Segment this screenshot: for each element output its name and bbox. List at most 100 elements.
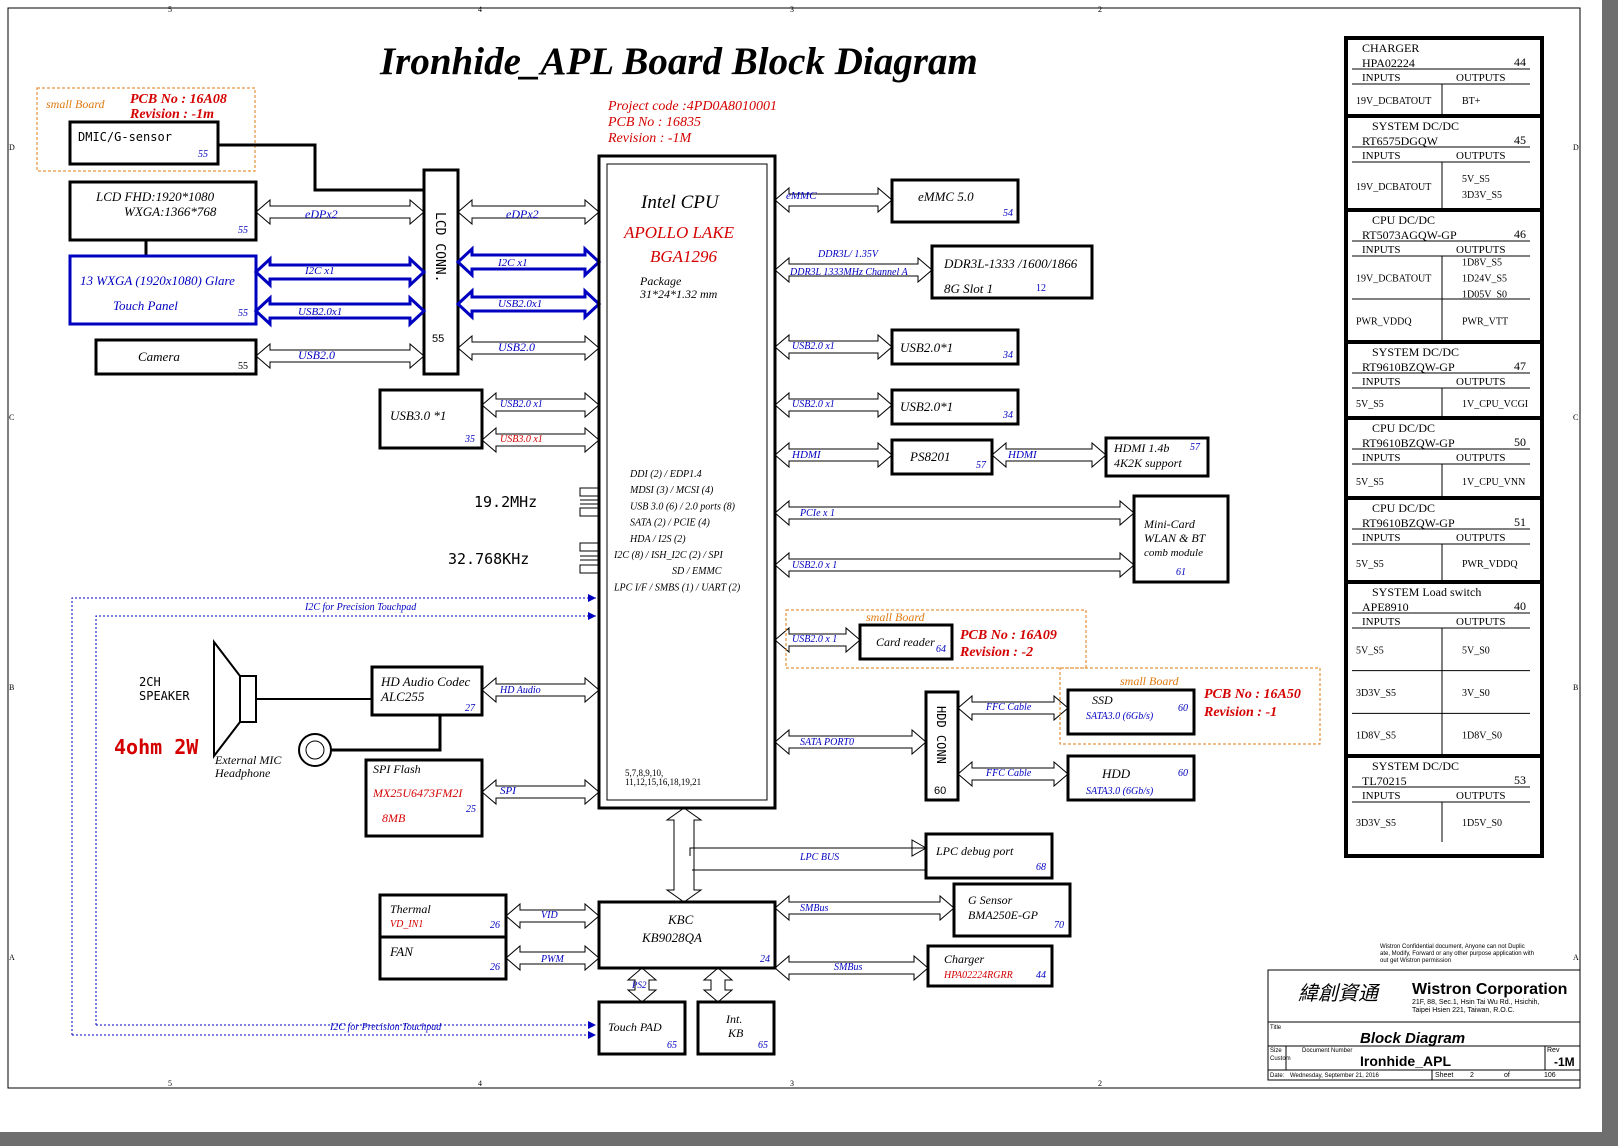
cpu-size: 31*24*1.32 mm [639, 287, 718, 301]
lpc-line [689, 847, 926, 856]
audio-line2: ALC255 [380, 689, 425, 704]
power-block-title: SYSTEM DC/DC [1372, 345, 1459, 359]
usb-port-2-block [890, 388, 1020, 426]
power-output: 3V_S0 [1462, 688, 1490, 699]
audio-bus: HD Audio [499, 685, 541, 696]
hdd-bus: FFC Cable [985, 768, 1032, 779]
lcd-bus-labels: eDPx2 eDPx2 I2C x1 I2C x1 USB2.0x1 USB2.… [298, 207, 542, 362]
small-board-frame [1059, 667, 1321, 745]
card-reader-block [858, 623, 954, 661]
camera-page: 55 [238, 361, 248, 372]
border-col-label: 4 [478, 5, 482, 14]
small-board-label: small Board [46, 97, 106, 111]
sheet-of: of [1504, 1072, 1510, 1079]
usb-port-1-block [890, 328, 1020, 366]
date-value: Wednesday, September 21, 2016 [1290, 1073, 1380, 1079]
sheet-title: Block Diagram [1360, 1030, 1465, 1047]
inputs-header: INPUTS [1362, 244, 1401, 256]
fan-block [378, 935, 508, 981]
g-sensor-line1: G Sensor [968, 893, 1013, 907]
power-input: 1D8V_S5 [1356, 731, 1396, 742]
spi-line2: MX25U6473FM2I [372, 786, 463, 800]
usb-port-1-label: USB2.0*1 [900, 340, 953, 355]
lpc-debug-block [924, 832, 1054, 880]
cpu-block [597, 154, 777, 810]
bus-arrow [455, 245, 602, 279]
crystal-body [579, 487, 599, 497]
outputs-header: OUTPUTS [1456, 790, 1506, 802]
outputs-header: OUTPUTS [1456, 150, 1506, 162]
i2c-touchpad-paths [71, 597, 596, 1036]
lpc-arrowhead [911, 839, 928, 857]
hdmi-line2: 4K2K support [1114, 456, 1182, 470]
project-code: Project code :4PD0A8010001 [607, 99, 777, 114]
dmic-block [68, 120, 220, 166]
int-kb-line1: Int. [725, 1012, 742, 1026]
hdd-conn-block [924, 690, 960, 802]
camera-block [94, 338, 258, 376]
power-block-page: 53 [1514, 773, 1526, 787]
dmic-label: DMIC/G-sensor [78, 130, 172, 144]
mic-label: External MIC [214, 753, 282, 767]
power-input: PWR_VDDQ [1356, 317, 1412, 328]
usb30-page: 35 [464, 434, 475, 445]
charger-bus: SMBus [834, 962, 862, 973]
emmc-label: eMMC 5.0 [918, 189, 974, 204]
power-block-page: 46 [1514, 227, 1526, 241]
border-row-label: B [9, 683, 14, 692]
cpu-package: Package [639, 274, 682, 288]
cpu-apollo: APOLLO LAKE [623, 223, 735, 242]
border-markers: 5 4 3 2 5 4 3 2 D C B A D C B A [9, 5, 1579, 1088]
outputs-header: OUTPUTS [1456, 72, 1506, 84]
fan-page: 26 [490, 962, 500, 973]
spi-flash-block [364, 758, 484, 838]
usb30-bus1: USB2.0 x1 [500, 399, 543, 410]
title-label: Title [1270, 1025, 1282, 1031]
ssd-sub: SATA3.0 (6Gb/s) [1086, 711, 1154, 722]
cpu-feature: SATA (2) / PCIE (4) [630, 518, 710, 529]
minicard-line2: WLAN & BT [1144, 531, 1207, 545]
ps2-bus: PS2 [631, 980, 647, 990]
g-sensor-line2: BMA250E-GP [968, 908, 1039, 922]
g-sensor-bus: SMBus [800, 903, 828, 914]
sheet-number: 2 [1470, 1072, 1474, 1079]
spi-page: 25 [466, 804, 476, 815]
outputs-header: OUTPUTS [1456, 244, 1506, 256]
power-block-part: TL70215 [1362, 774, 1407, 788]
minicard-line3: comb module [1144, 547, 1203, 559]
sheet-total: 106 [1544, 1072, 1556, 1079]
company-chinese: 緯創資通 [1298, 983, 1381, 1005]
ddr-block [930, 244, 1094, 300]
power-table-frame [1344, 36, 1544, 858]
rev-label: Rev [1547, 1047, 1560, 1054]
card-reader-page: 64 [936, 644, 946, 655]
small-board-revision: Revision : -2 [959, 645, 1033, 660]
cpu-pages: 5,7,8,9,10, [625, 768, 663, 778]
inputs-header: INPUTS [1362, 72, 1401, 84]
charger-page: 44 [1036, 970, 1046, 981]
speaker-label: 2CH [139, 675, 161, 689]
power-block-part: RT9610BZQW-GP [1362, 436, 1455, 450]
crystal-body [579, 507, 599, 517]
doc-number-label: Document Number [1302, 1048, 1352, 1054]
pcie-bus: PCIe x 1 [799, 508, 835, 519]
power-block-page: 40 [1514, 599, 1526, 613]
audio-page: 27 [465, 703, 476, 714]
audio-line1: HD Audio Codec [380, 674, 471, 689]
project-info: Project code :4PD0A8010001 PCB No : 1683… [607, 99, 777, 146]
charger-line2: HPA02224RGRR [943, 970, 1013, 981]
border-col-label: 4 [478, 1079, 482, 1088]
g-sensor-page: 70 [1054, 920, 1064, 931]
small-board-label: small Board [866, 610, 926, 624]
emmc-page: 54 [1003, 208, 1013, 219]
bus-label: I2C x1 [304, 265, 335, 277]
border-row-label: D [9, 143, 15, 152]
power-block-title: SYSTEM DC/DC [1372, 119, 1459, 133]
sata-port-bus: SATA PORT0 [800, 737, 854, 748]
ddr-bus1: DDR3L/ 1.35V [817, 249, 880, 260]
power-block-page: 51 [1514, 515, 1526, 529]
